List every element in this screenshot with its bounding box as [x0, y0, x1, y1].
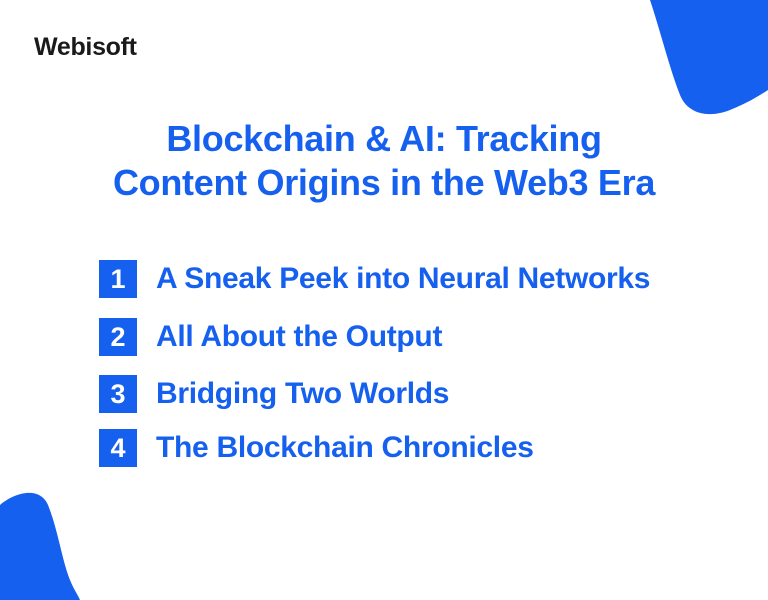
page-title: Blockchain & AI: Tracking Content Origin… — [0, 117, 768, 205]
list-item: 2 All About the Output — [99, 318, 442, 356]
bottom-left-blob-decoration — [0, 492, 80, 600]
page-title-line-1: Blockchain & AI: Tracking — [166, 118, 602, 159]
list-item: 4 The Blockchain Chronicles — [99, 429, 534, 467]
number-badge: 1 — [99, 260, 137, 298]
list-item-label: The Blockchain Chronicles — [156, 431, 534, 464]
list-item: 1 A Sneak Peek into Neural Networks — [99, 260, 650, 298]
list-item-label: Bridging Two Worlds — [156, 377, 450, 410]
number-badge: 2 — [99, 318, 137, 356]
number-badge: 4 — [99, 429, 137, 467]
page-title-line-2: Content Origins in the Web3 Era — [112, 162, 656, 203]
number-badge: 3 — [99, 375, 137, 413]
list-item-label: All About the Output — [156, 320, 443, 353]
webisoft-logo: Webisoft — [34, 33, 137, 61]
top-right-blob-decoration — [650, 0, 768, 115]
list-item: 3 Bridging Two Worlds — [99, 375, 449, 413]
list-item-label: A Sneak Peek into Neural Networks — [156, 262, 651, 295]
